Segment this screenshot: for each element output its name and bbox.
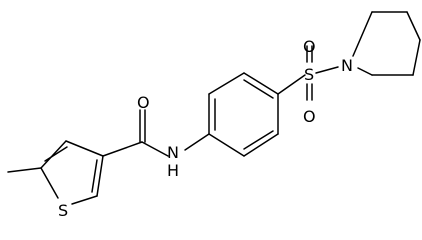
thiophene-ring: [40, 140, 104, 205]
carbonyl-oxygen-label: O: [137, 93, 150, 112]
sulfonyl-oxygen-top-label: O: [303, 37, 316, 56]
sulfonyl-group: [277, 45, 339, 101]
piperidine-nitrogen-label: N: [341, 56, 353, 75]
sulfonyl-sulfur-label: S: [304, 65, 314, 84]
thiophene-sulfur-label: S: [58, 201, 68, 220]
sulfonyl-oxygen-bottom-label: O: [303, 107, 316, 126]
molecule-structure: S N H O S O O N: [7, 11, 421, 220]
amide-hydrogen-label: H: [167, 161, 179, 180]
amide-nitrogen-label: N: [167, 143, 179, 162]
methyl-bond: [7, 167, 42, 173]
benzene-ring: [184, 72, 279, 157]
piperidine-ring: [352, 11, 421, 76]
amide-linker: [102, 109, 169, 157]
